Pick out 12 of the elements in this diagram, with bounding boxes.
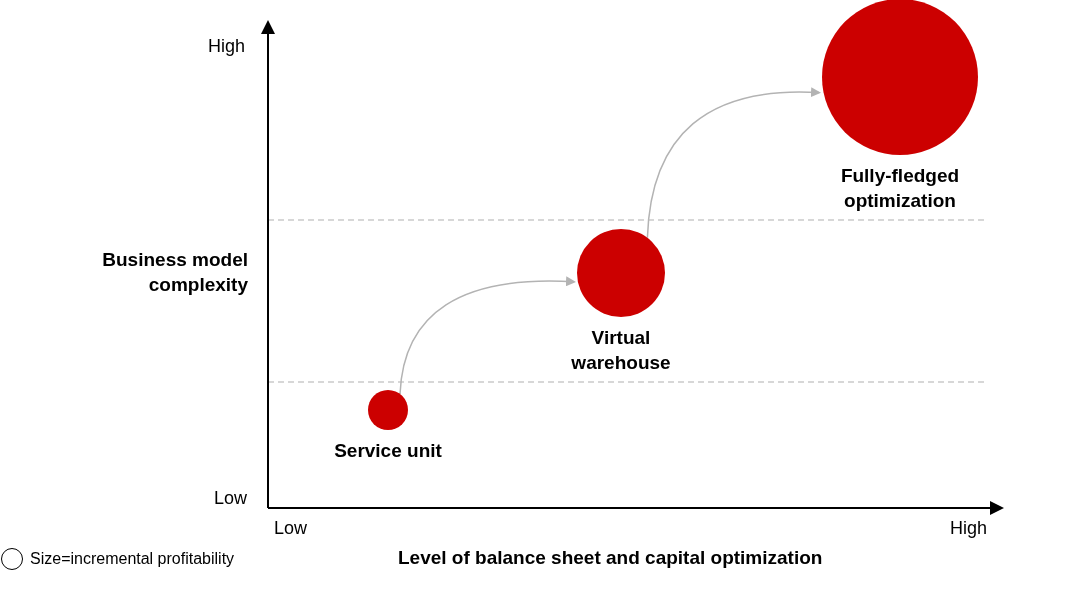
bubble-label: Service unit: [333, 439, 443, 463]
axis-title: Level of balance sheet and capital optimization: [398, 547, 823, 569]
legend-label: Size=incremental profitability: [30, 550, 235, 568]
axis-title: Business model complexity: [101, 248, 248, 297]
bubble-label: Fully-fledged optimization: [839, 164, 961, 213]
axis-label: Low: [274, 518, 308, 539]
bubble-label: Virtual warehouse: [570, 326, 672, 375]
curved-arrow: [646, 87, 821, 239]
curved-arrow: [399, 276, 576, 395]
axis-label: High: [950, 518, 988, 539]
axis-label: Low: [214, 488, 248, 509]
axis-label: High: [208, 36, 246, 57]
